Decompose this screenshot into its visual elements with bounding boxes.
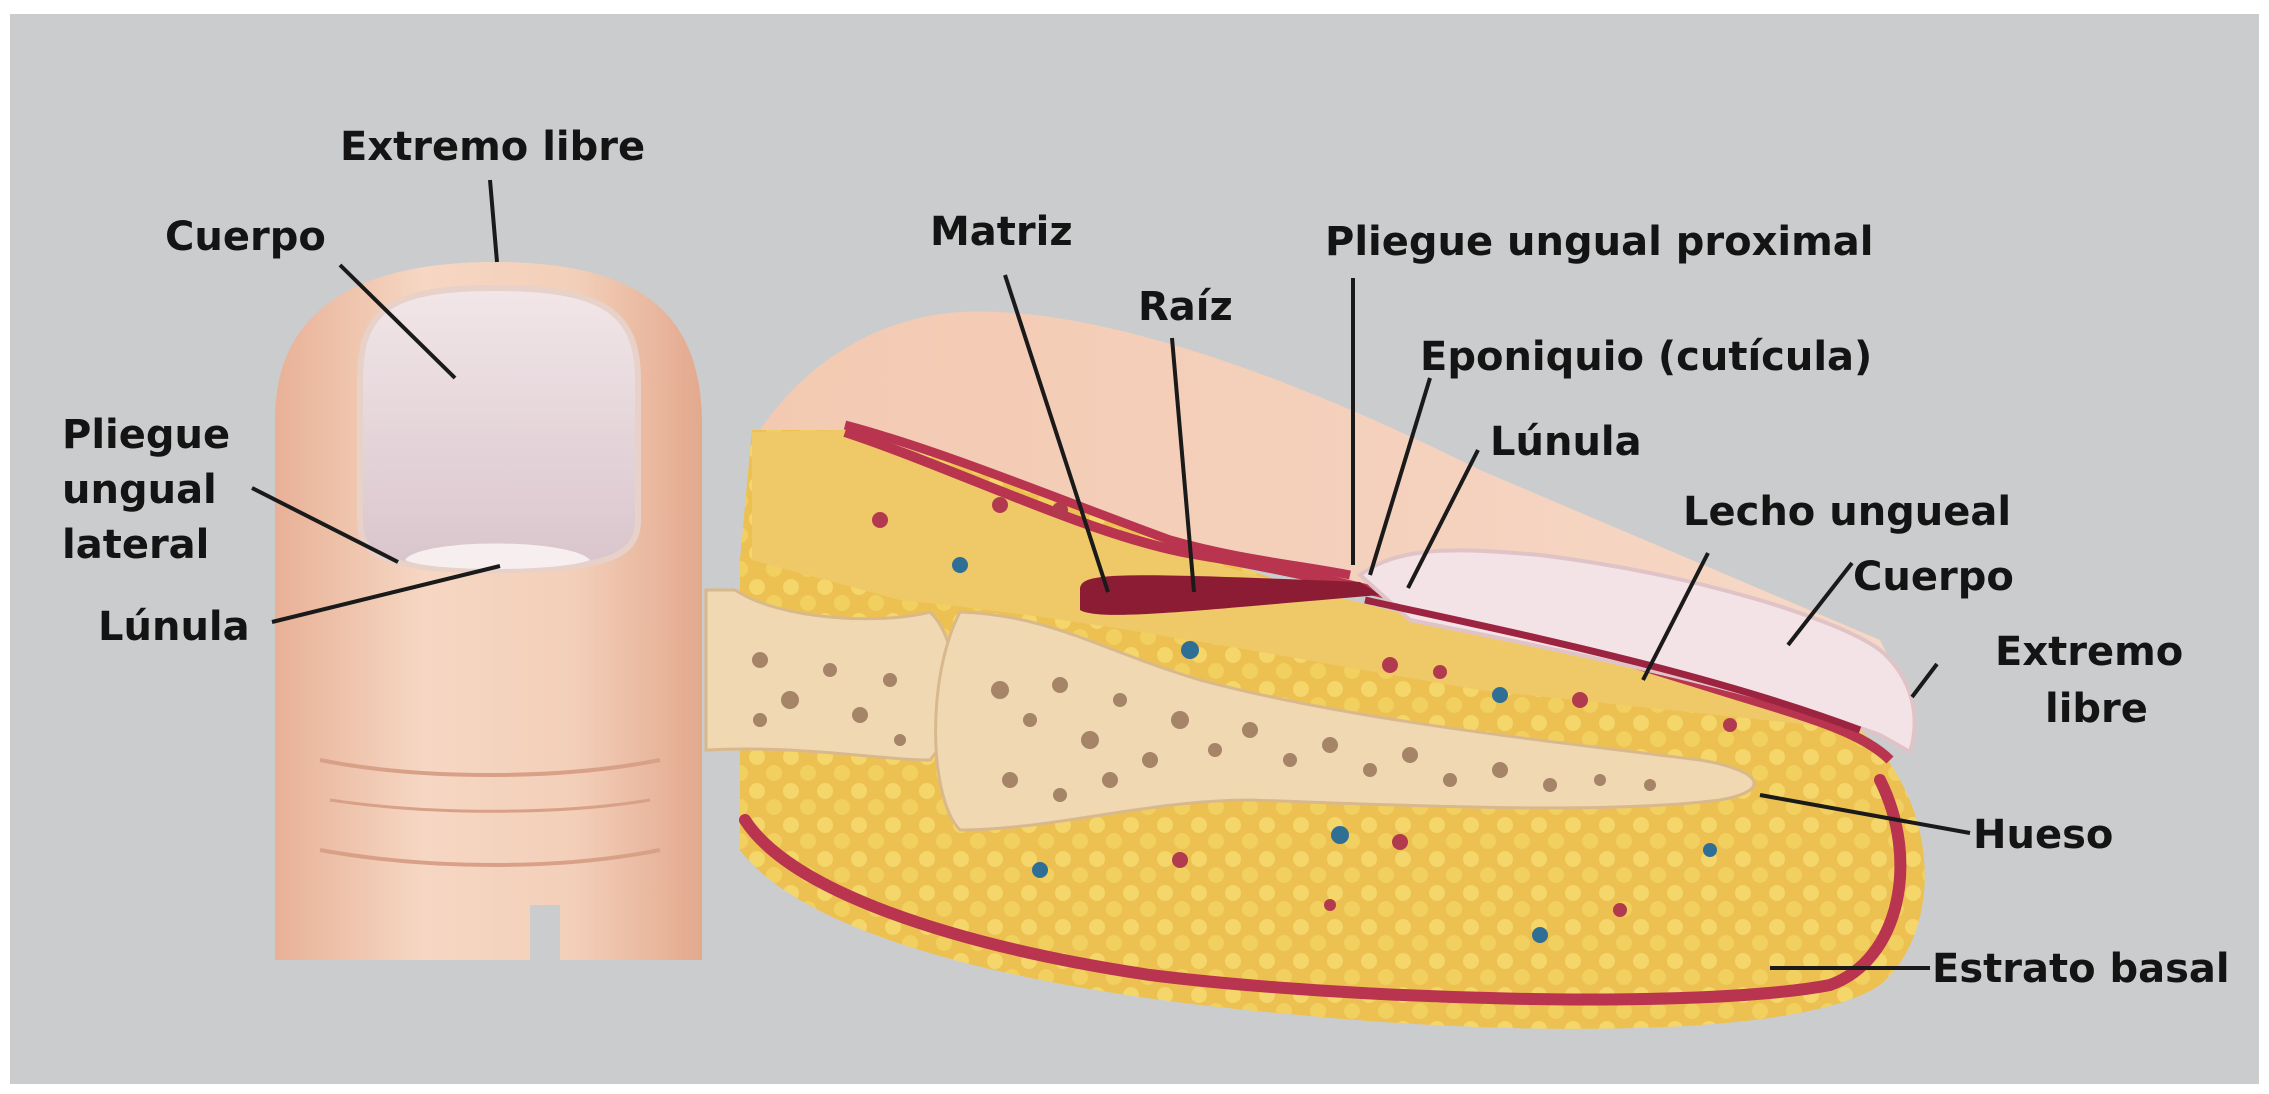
label-pliegue-line1: Pliegue <box>62 412 230 458</box>
label-estrato-basal: Estrato basal <box>1932 946 2230 992</box>
label-pliegue-line2: ungual <box>62 467 217 513</box>
label-pliegue-proximal: Pliegue ungual proximal <box>1325 219 1873 265</box>
finger-front-view <box>275 262 702 960</box>
label-lunula-left: Lúnula <box>98 604 250 650</box>
label-pliegue-line3: lateral <box>62 522 209 568</box>
label-cuerpo-right: Cuerpo <box>1853 554 2014 600</box>
label-extremo-libre-top: Extremo libre <box>340 124 645 170</box>
nail-plate-front <box>360 288 638 570</box>
label-raiz: Raíz <box>1138 284 1233 330</box>
label-extremo-line2: libre <box>2045 686 2148 732</box>
label-hueso: Hueso <box>1973 812 2113 858</box>
label-matriz: Matriz <box>930 209 1073 255</box>
label-lunula-right: Lúnula <box>1490 419 1642 465</box>
label-cuerpo-left: Cuerpo <box>165 214 326 260</box>
label-lecho-ungueal: Lecho ungueal <box>1683 489 2011 535</box>
label-extremo-line1: Extremo <box>1995 629 2183 675</box>
label-eponiquio: Eponiquio (cutícula) <box>1420 334 1872 380</box>
